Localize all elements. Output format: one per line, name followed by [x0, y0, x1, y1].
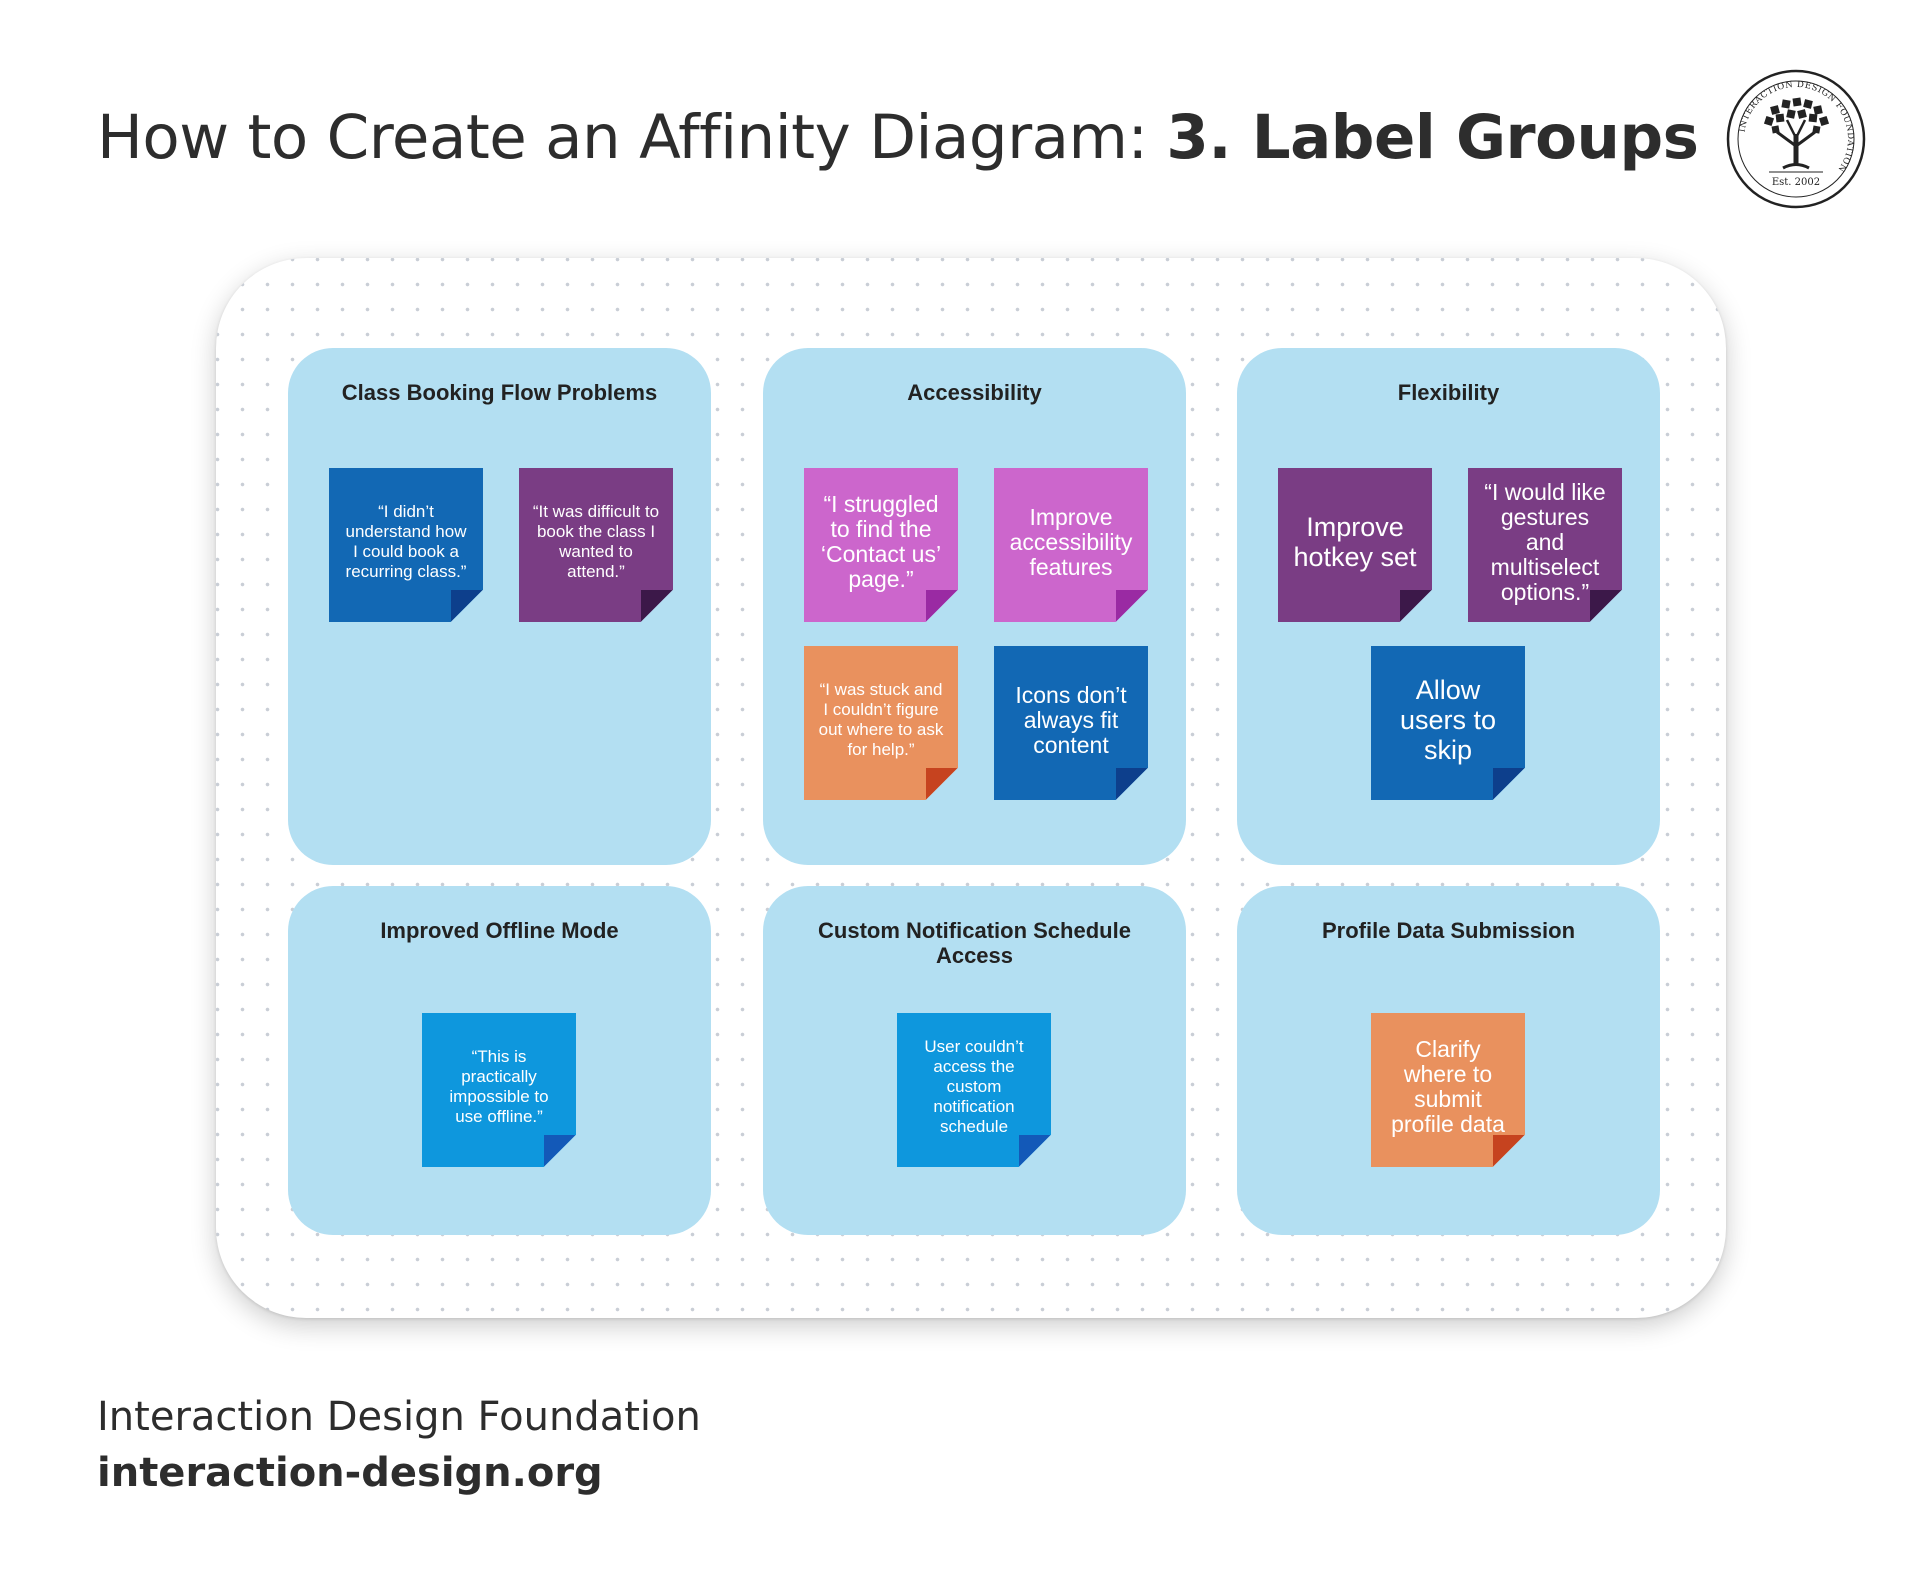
sticky-note[interactable]: User couldn’t access the custom notifica… [897, 1013, 1051, 1167]
group-flexibility: Flexibility Improve hotkey set “I would … [1237, 348, 1660, 865]
sticky-note[interactable]: Improve accessibility features [994, 468, 1148, 622]
sticky-note[interactable]: “I didn’t understand how I could book a … [329, 468, 483, 622]
sticky-note[interactable]: “This is practically impossible to use o… [422, 1013, 576, 1167]
footer-organization: Interaction Design Foundation [97, 1394, 701, 1440]
group-label: Flexibility [1397, 380, 1500, 405]
sticky-note[interactable]: “I struggled to find the ‘Contact us’ pa… [804, 468, 958, 622]
sticky-note[interactable]: Clarify where to submit profile data [1371, 1013, 1525, 1167]
idf-logo: INTERACTION DESIGN FOUNDATION [1725, 68, 1867, 210]
group-label: Profile Data Submission [1321, 918, 1576, 943]
sticky-note-text: User couldn’t access the custom notifica… [924, 1037, 1024, 1136]
sticky-note[interactable]: “I would like gestures and multiselect o… [1468, 468, 1622, 622]
affinity-board: Class Booking Flow Problems “I didn’t un… [216, 258, 1726, 1318]
idf-seal-icon: INTERACTION DESIGN FOUNDATION [1726, 69, 1866, 209]
page-title-bold: 3. Label Groups [1166, 102, 1699, 173]
tree-icon [1763, 97, 1830, 170]
sticky-note-text: Icons don’t always fit content [1015, 681, 1127, 758]
sticky-note-text: “I was stuck and I couldn’t figure out w… [818, 680, 944, 759]
group-label: Improved Offline Mode [380, 918, 619, 943]
group-accessibility: Accessibility “I struggled to find the ‘… [763, 348, 1186, 865]
footer-url[interactable]: interaction-design.org [97, 1450, 603, 1496]
group-class-booking: Class Booking Flow Problems “I didn’t un… [288, 348, 711, 865]
page-title: How to Create an Affinity Diagram: 3. La… [97, 96, 1699, 180]
group-label: Custom Notification Schedule Access [818, 918, 1131, 968]
sticky-note-text: Allow users to skip [1399, 675, 1497, 765]
group-profile-data: Profile Data Submission Clarify where to… [1237, 886, 1660, 1235]
sticky-note-text: Clarify where to submit profile data [1391, 1036, 1505, 1137]
group-notification-schedule: Custom Notification Schedule Access User… [763, 886, 1186, 1235]
sticky-note[interactable]: Allow users to skip [1371, 646, 1525, 800]
sticky-note[interactable]: “It was difficult to book the class I wa… [519, 468, 673, 622]
sticky-note[interactable]: “I was stuck and I couldn’t figure out w… [804, 646, 958, 800]
group-label: Accessibility [907, 380, 1042, 405]
sticky-note[interactable]: Improve hotkey set [1278, 468, 1432, 622]
sticky-note-text: Improve accessibility features [1009, 503, 1133, 580]
group-offline-mode: Improved Offline Mode “This is practical… [288, 886, 711, 1235]
sticky-note-text: Improve hotkey set [1293, 512, 1417, 572]
sticky-note[interactable]: Icons don’t always fit content [994, 646, 1148, 800]
sticky-note-text: “This is practically impossible to use o… [449, 1047, 549, 1126]
logo-est-text: Est. 2002 [1772, 177, 1820, 188]
page-title-regular: How to Create an Affinity Diagram: [97, 102, 1167, 173]
group-label: Class Booking Flow Problems [341, 380, 658, 405]
sticky-note-text: “I struggled to find the ‘Contact us’ pa… [820, 491, 942, 592]
sticky-note-text: “I would like gestures and multiselect o… [1484, 478, 1606, 605]
sticky-note-text: “I didn’t understand how I could book a … [345, 502, 467, 581]
sticky-note-text: “It was difficult to book the class I wa… [532, 502, 660, 581]
